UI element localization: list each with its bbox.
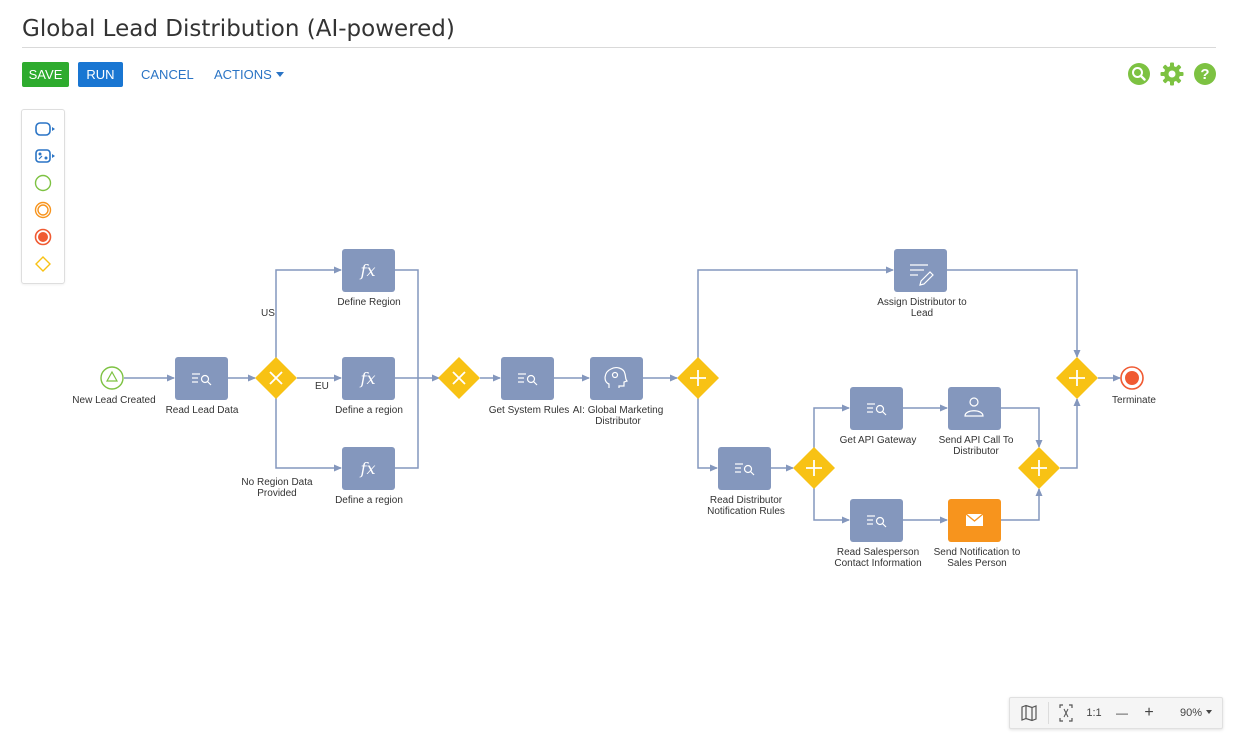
function-icon: fx <box>360 369 376 388</box>
envelope-icon <box>965 513 984 526</box>
edge-label-us: US <box>261 308 275 319</box>
label-ai-distributor: AI: Global Marketing Distributor <box>572 405 664 427</box>
label-define-region-none: Define a region <box>335 495 403 506</box>
label-read-distributor-rules: Read Distributor Notification Rules <box>707 495 785 517</box>
zoom-toolbar: 1:1 — + 90% <box>1009 697 1223 729</box>
end-event-terminate[interactable] <box>1120 366 1144 390</box>
run-button[interactable]: RUN <box>78 62 123 87</box>
zoom-out-button[interactable]: — <box>1116 706 1128 720</box>
task-assign-distributor[interactable] <box>894 249 947 292</box>
gear-icon[interactable] <box>1160 62 1184 86</box>
task-define-region-us[interactable]: fx <box>342 249 395 292</box>
shape-palette <box>21 109 65 284</box>
intermediate-event-icon[interactable] <box>30 199 56 221</box>
label-send-api-call: Send API Call To Distributor <box>938 435 1014 457</box>
end-event-icon[interactable] <box>30 226 56 248</box>
svg-text:?: ? <box>1200 66 1209 83</box>
brain-icon <box>604 367 629 388</box>
fit-screen-icon[interactable] <box>1058 698 1074 728</box>
exclusive-gateway-region[interactable] <box>255 357 297 399</box>
task-read-lead-data[interactable] <box>175 357 228 400</box>
read-data-icon <box>867 403 887 416</box>
exclusive-gateway-merge[interactable] <box>438 357 480 399</box>
read-data-icon <box>867 515 887 528</box>
label-read-lead-data: Read Lead Data <box>165 405 239 416</box>
task-send-notification[interactable] <box>948 499 1001 542</box>
label-read-salesperson: Read Salesperson Contact Information <box>834 547 922 569</box>
parallel-gateway-join-lower[interactable] <box>1018 447 1060 489</box>
chevron-down-icon <box>275 72 284 77</box>
map-icon[interactable] <box>1020 698 1038 728</box>
help-icon[interactable]: ? <box>1193 62 1217 86</box>
function-icon: fx <box>360 459 376 478</box>
label-assign-distributor: Assign Distributor to Lead <box>877 297 967 319</box>
user-icon <box>964 397 984 417</box>
task-define-region-eu[interactable]: fx <box>342 357 395 400</box>
task-read-salesperson[interactable] <box>850 499 903 542</box>
task-read-distributor-rules[interactable] <box>718 447 771 490</box>
page-title: Global Lead Distribution (AI-powered) <box>22 16 455 42</box>
zoom-level-select[interactable]: 90% <box>1172 698 1220 728</box>
edge-label-eu: EU <box>315 381 329 392</box>
task-ai-distributor[interactable] <box>590 357 643 400</box>
label-get-api-gateway: Get API Gateway <box>839 435 917 446</box>
edit-icon <box>910 264 934 286</box>
function-icon: fx <box>360 261 376 280</box>
zoom-in-button[interactable]: + <box>1144 704 1154 721</box>
sequence-flows <box>124 266 1121 524</box>
parallel-gateway-split[interactable] <box>677 357 719 399</box>
label-send-notification: Send Notification to Sales Person <box>933 547 1021 569</box>
parallel-gateway-notify[interactable] <box>793 447 835 489</box>
task-get-system-rules[interactable] <box>501 357 554 400</box>
start-event-icon[interactable] <box>30 172 56 194</box>
label-define-region: Define Region <box>337 297 401 308</box>
search-icon[interactable] <box>1127 62 1151 86</box>
save-button[interactable]: SAVE <box>22 62 69 87</box>
cancel-button[interactable]: CANCEL <box>141 67 194 82</box>
title-divider <box>22 47 1216 48</box>
label-terminate: Terminate <box>1112 395 1156 406</box>
task-send-api-call[interactable] <box>948 387 1001 430</box>
read-data-icon <box>735 463 755 476</box>
label-get-system-rules: Get System Rules <box>488 405 570 416</box>
actions-label: ACTIONS <box>214 67 272 82</box>
start-event[interactable] <box>100 366 124 390</box>
parallel-gateway-join-final[interactable] <box>1056 357 1098 399</box>
label-new-lead-created: New Lead Created <box>72 395 156 406</box>
task-get-api-gateway[interactable] <box>850 387 903 430</box>
chevron-down-icon <box>1206 710 1213 714</box>
task-shape-icon[interactable] <box>30 118 56 140</box>
actions-menu[interactable]: ACTIONS <box>214 62 284 87</box>
zoom-divider <box>1048 702 1049 724</box>
read-data-icon <box>192 373 212 386</box>
zoom-level-value: 90% <box>1179 707 1203 719</box>
read-data-icon <box>518 373 538 386</box>
actual-size-button[interactable]: 1:1 <box>1086 707 1102 719</box>
gateway-shape-icon[interactable] <box>30 253 56 275</box>
subprocess-shape-icon[interactable] <box>30 145 56 167</box>
label-define-region-eu: Define a region <box>335 405 403 416</box>
task-define-region-none[interactable]: fx <box>342 447 395 490</box>
edge-label-no-region: No Region Data Provided <box>241 477 313 499</box>
